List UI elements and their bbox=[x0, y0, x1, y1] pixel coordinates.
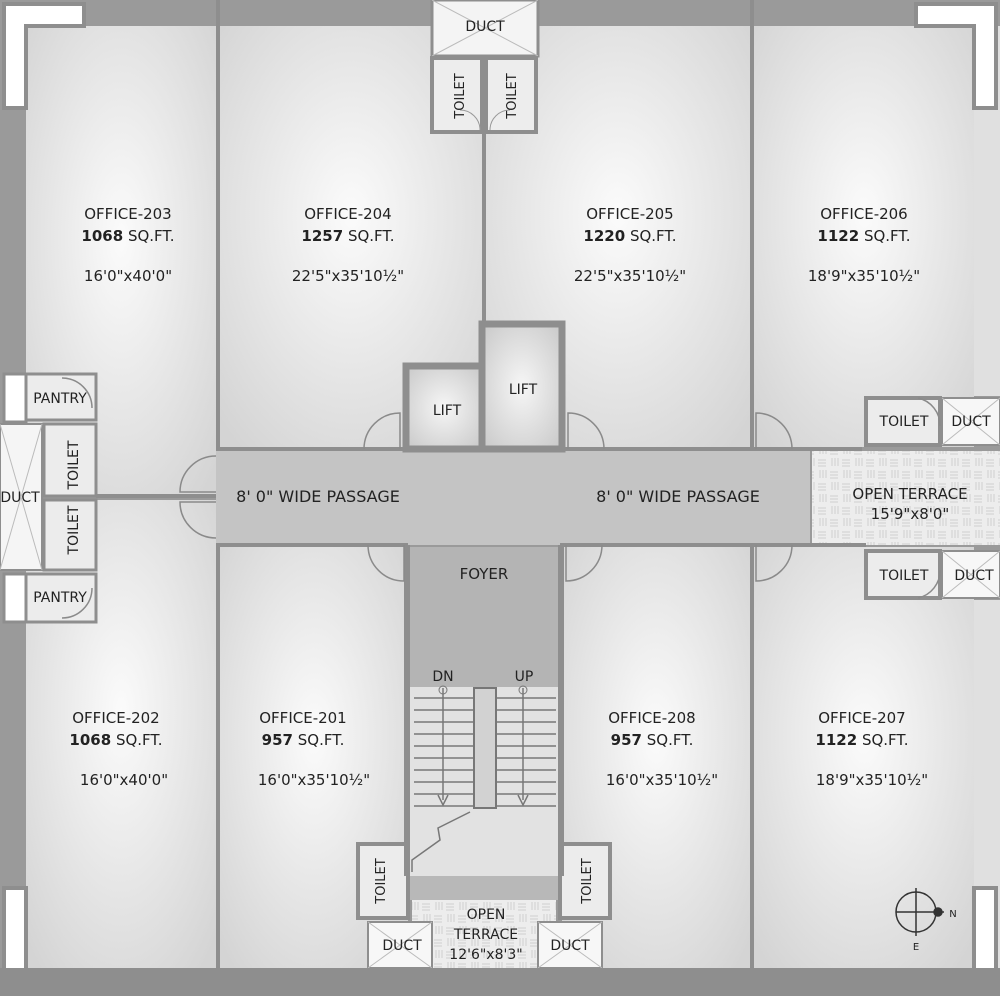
open-terrace-bottom-line2: TERRACE bbox=[453, 927, 518, 943]
compass-e-label: E bbox=[913, 942, 919, 953]
compass-icon bbox=[895, 888, 944, 936]
foyer-label: FOYER bbox=[460, 565, 509, 583]
svg-text:22'5"x35'10½": 22'5"x35'10½" bbox=[292, 267, 404, 285]
svg-text:OFFICE-208: OFFICE-208 bbox=[608, 709, 695, 727]
svg-text:1122 SQ.FT.: 1122 SQ.FT. bbox=[817, 227, 910, 245]
toilet-right-top-label: TOILET bbox=[879, 414, 929, 430]
toilet-right-bottom-label: TOILET bbox=[879, 568, 929, 584]
stair-well bbox=[473, 687, 497, 809]
svg-text:16'0"x35'10½": 16'0"x35'10½" bbox=[258, 771, 370, 789]
toilet-left-bottom bbox=[42, 498, 98, 572]
duct-top-label: DUCT bbox=[465, 19, 505, 35]
svg-text:957 SQ.FT.: 957 SQ.FT. bbox=[262, 731, 345, 749]
office-205-label: OFFICE-205 1220 SQ.FT. 22'5"x35'10½" bbox=[574, 205, 686, 285]
svg-text:16'0"x40'0": 16'0"x40'0" bbox=[84, 267, 172, 285]
office-203-label: OFFICE-203 1068 SQ.FT. 16'0"x40'0" bbox=[81, 205, 174, 285]
toilet-bottom-left bbox=[356, 842, 410, 920]
duct-bottom-right-label: DUCT bbox=[550, 938, 590, 954]
passage-floor bbox=[216, 449, 810, 545]
svg-text:OFFICE-207: OFFICE-207 bbox=[818, 709, 905, 727]
svg-text:18'9"x35'10½": 18'9"x35'10½" bbox=[816, 771, 928, 789]
lift-right-shaft bbox=[478, 320, 566, 453]
toilet-left-top bbox=[42, 422, 98, 498]
toilet-top-left bbox=[430, 56, 484, 134]
open-terrace-right-dims: 15'9"x8'0" bbox=[871, 505, 950, 523]
compass-n-label: N bbox=[949, 909, 956, 920]
landing bbox=[408, 876, 560, 900]
pantry-bottom bbox=[24, 572, 98, 624]
toilet-top-right-label: TOILET bbox=[505, 73, 520, 119]
svg-text:1257 SQ.FT.: 1257 SQ.FT. bbox=[301, 227, 394, 245]
passage-left-label: 8' 0" WIDE PASSAGE bbox=[236, 487, 400, 506]
lift-right-label: LIFT bbox=[509, 382, 538, 398]
stair-down-label: DN bbox=[432, 669, 453, 685]
toilet-left-top-label: TOILET bbox=[66, 440, 82, 490]
svg-text:OFFICE-205: OFFICE-205 bbox=[586, 205, 673, 223]
svg-text:1122 SQ.FT.: 1122 SQ.FT. bbox=[815, 731, 908, 749]
toilet-top-right bbox=[484, 56, 538, 134]
duct-right-top-label: DUCT bbox=[951, 414, 991, 430]
office-206-room bbox=[754, 26, 974, 447]
svg-text:18'9"x35'10½": 18'9"x35'10½" bbox=[808, 267, 920, 285]
open-terrace-bottom-line1: OPEN bbox=[467, 907, 506, 923]
svg-text:16'0"x35'10½": 16'0"x35'10½" bbox=[606, 771, 718, 789]
open-terrace-bottom-dims: 12'6"x8'3" bbox=[449, 947, 522, 963]
svg-text:OFFICE-201: OFFICE-201 bbox=[259, 709, 346, 727]
lift-left-shaft bbox=[402, 362, 486, 453]
lift-left-label: LIFT bbox=[433, 403, 462, 419]
open-terrace-bottom bbox=[412, 900, 556, 968]
duct-bottom-left-label: DUCT bbox=[382, 938, 422, 954]
svg-text:OFFICE-202: OFFICE-202 bbox=[72, 709, 159, 727]
office-207-room bbox=[754, 547, 974, 968]
pantry-top bbox=[24, 372, 98, 422]
toilet-right-bottom bbox=[864, 549, 942, 600]
svg-text:1068 SQ.FT.: 1068 SQ.FT. bbox=[81, 227, 174, 245]
toilet-top-left-label: TOILET bbox=[453, 73, 468, 119]
passage-right-label: 8' 0" WIDE PASSAGE bbox=[596, 487, 760, 506]
svg-text:16'0"x40'0": 16'0"x40'0" bbox=[80, 771, 168, 789]
duct-right-bottom-label: DUCT bbox=[954, 568, 994, 584]
svg-text:OFFICE-206: OFFICE-206 bbox=[820, 205, 907, 223]
duct-left-label: DUCT bbox=[0, 490, 40, 506]
toilet-bottom-right bbox=[558, 842, 612, 920]
toilet-bottom-left-label: TOILET bbox=[374, 858, 389, 904]
svg-text:957 SQ.FT.: 957 SQ.FT. bbox=[611, 731, 694, 749]
office-207-label: OFFICE-207 1122 SQ.FT. 18'9"x35'10½" bbox=[815, 709, 928, 789]
foyer-floor bbox=[408, 547, 560, 687]
open-terrace-right-label: OPEN TERRACE bbox=[852, 485, 967, 503]
svg-text:OFFICE-204: OFFICE-204 bbox=[304, 205, 391, 223]
pantry-bottom-label: PANTRY bbox=[33, 590, 87, 606]
open-terrace-right bbox=[812, 451, 1000, 545]
staircase bbox=[411, 688, 556, 872]
svg-text:22'5"x35'10½": 22'5"x35'10½" bbox=[574, 267, 686, 285]
pantry-top-label: PANTRY bbox=[33, 391, 87, 407]
office-204-label: OFFICE-204 1257 SQ.FT. 22'5"x35'10½" bbox=[292, 205, 404, 285]
svg-text:1220 SQ.FT.: 1220 SQ.FT. bbox=[583, 227, 676, 245]
office-208-label: OFFICE-208 957 SQ.FT. 16'0"x35'10½" bbox=[606, 709, 718, 789]
toilet-bottom-right-label: TOILET bbox=[580, 858, 595, 904]
office-201-label: OFFICE-201 957 SQ.FT. 16'0"x35'10½" bbox=[258, 709, 370, 789]
office-206-label: OFFICE-206 1122 SQ.FT. 18'9"x35'10½" bbox=[808, 205, 920, 285]
svg-text:OFFICE-203: OFFICE-203 bbox=[84, 205, 171, 223]
door-swings bbox=[61, 377, 941, 619]
svg-text:1068 SQ.FT.: 1068 SQ.FT. bbox=[69, 731, 162, 749]
toilet-left-bottom-label: TOILET bbox=[66, 505, 82, 555]
office-202-label: OFFICE-202 1068 SQ.FT. 16'0"x40'0" bbox=[69, 709, 168, 789]
stair-up-label: UP bbox=[515, 669, 534, 685]
